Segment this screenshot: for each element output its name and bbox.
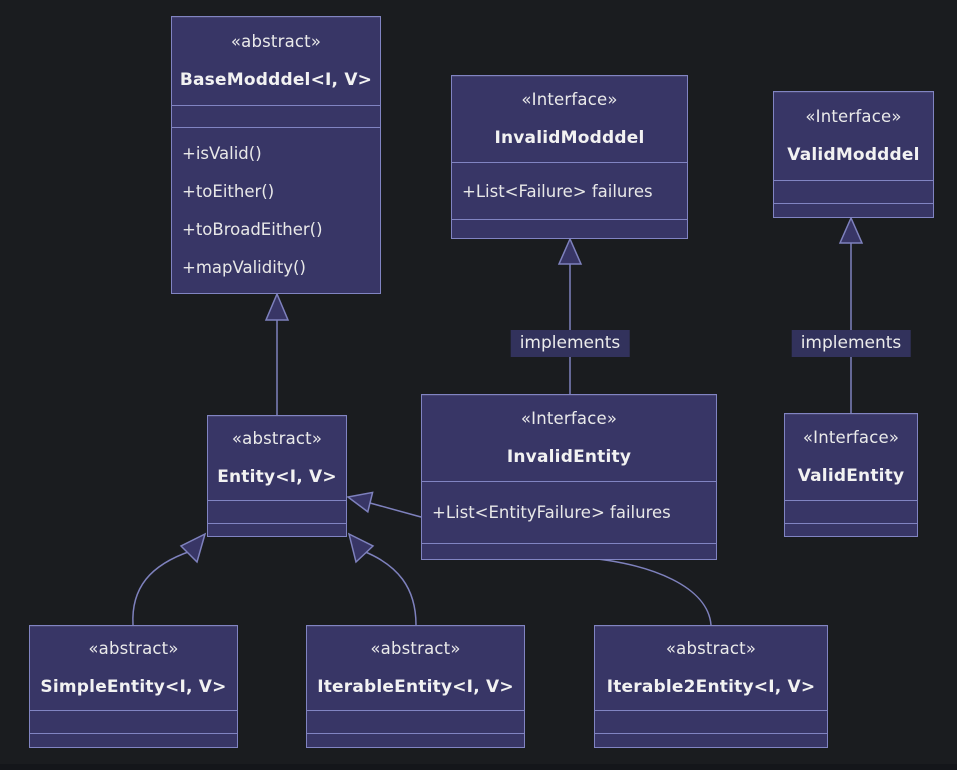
class-stereotype: «Interface» — [805, 107, 902, 126]
class-header: «Interface» ValidEntity — [785, 414, 917, 500]
class-stereotype: «abstract» — [88, 639, 179, 658]
class-header: «Interface» InvalidModddel — [452, 76, 687, 162]
class-box-invalidmodddel: «Interface» InvalidModddel +List<Failure… — [451, 75, 688, 239]
class-stereotype: «abstract» — [231, 429, 323, 448]
class-name: Entity<I, V> — [217, 467, 337, 487]
class-header: «abstract» SimpleEntity<I, V> — [30, 626, 237, 710]
class-box-validentity: «Interface» ValidEntity — [784, 413, 918, 537]
methods-compartment — [785, 523, 917, 536]
class-stereotype: «Interface» — [521, 90, 618, 109]
class-name: IterableEntity<I, V> — [317, 677, 514, 697]
methods-compartment — [208, 523, 346, 536]
methods-compartment — [774, 203, 933, 217]
edge-iterableentity-entity — [362, 550, 417, 626]
method-item: +toEither() — [182, 182, 275, 201]
class-name: InvalidModddel — [494, 128, 645, 148]
method-item: +isValid() — [182, 144, 262, 163]
inheritance-arrowhead-entity-right — [346, 491, 374, 514]
attributes-compartment — [595, 710, 827, 733]
class-name: BaseModddel<I, V> — [179, 70, 373, 90]
attributes-compartment: +List<EntityFailure> failures — [422, 481, 716, 543]
attributes-compartment: +List<Failure> failures — [452, 162, 687, 219]
methods-compartment — [307, 733, 524, 747]
attributes-compartment — [208, 500, 346, 523]
inheritance-arrowhead-entity-bottomright — [347, 532, 375, 564]
inheritance-arrowhead-entity-bottomleft — [179, 532, 207, 564]
class-name: ValidEntity — [797, 466, 905, 486]
class-box-iterableentity: «abstract» IterableEntity<I, V> — [306, 625, 525, 748]
class-box-invalidentity: «Interface» InvalidEntity +List<EntityFa… — [421, 394, 717, 560]
attributes-compartment — [30, 710, 237, 733]
attribute-item: +List<EntityFailure> failures — [432, 503, 671, 522]
class-box-basemodddel: «abstract» BaseModddel<I, V> +isValid() … — [171, 16, 381, 294]
method-item: +toBroadEither() — [182, 220, 323, 239]
attribute-item: +List<Failure> failures — [462, 181, 653, 201]
class-stereotype: «abstract» — [665, 639, 757, 658]
attributes-compartment — [774, 180, 933, 203]
methods-compartment — [30, 733, 237, 747]
edge-invalidentity-entity — [369, 502, 422, 518]
class-box-iterable2entity: «abstract» Iterable2Entity<I, V> — [594, 625, 828, 748]
class-header: «abstract» Iterable2Entity<I, V> — [595, 626, 827, 710]
window-bottom-edge — [0, 764, 957, 770]
edge-iterable2entity-entity — [577, 556, 712, 626]
class-box-simpleentity: «abstract» SimpleEntity<I, V> — [29, 625, 238, 748]
attributes-compartment — [785, 500, 917, 523]
class-box-validmodddel: «Interface» ValidModddel — [773, 91, 934, 218]
class-box-entity: «abstract» Entity<I, V> — [207, 415, 347, 537]
methods-compartment — [452, 219, 687, 238]
inheritance-arrowhead-validmodddel — [838, 216, 864, 244]
inheritance-arrowhead-basemodddel — [264, 292, 290, 321]
class-stereotype: «Interface» — [802, 428, 900, 447]
class-name: InvalidEntity — [506, 447, 632, 467]
methods-compartment — [422, 543, 716, 559]
class-header: «abstract» BaseModddel<I, V> — [172, 17, 380, 105]
class-name: SimpleEntity<I, V> — [40, 677, 227, 697]
edge-label-implements-valid: implements — [791, 330, 911, 357]
class-header: «Interface» ValidModddel — [774, 92, 933, 180]
method-item: +mapValidity() — [182, 258, 306, 277]
class-stereotype: «abstract» — [370, 639, 461, 658]
class-header: «abstract» Entity<I, V> — [208, 416, 346, 500]
attributes-compartment — [172, 105, 380, 127]
class-name: Iterable2Entity<I, V> — [606, 677, 816, 697]
class-header: «Interface» InvalidEntity — [422, 395, 716, 481]
class-name: ValidModddel — [787, 145, 920, 165]
edge-label-implements-invalid: implements — [510, 330, 630, 357]
attributes-compartment — [307, 710, 524, 733]
class-stereotype: «abstract» — [230, 32, 322, 51]
inheritance-arrowhead-invalidmodddel — [557, 237, 583, 265]
methods-compartment — [595, 733, 827, 747]
class-header: «abstract» IterableEntity<I, V> — [307, 626, 524, 710]
class-stereotype: «Interface» — [520, 409, 618, 428]
methods-compartment: +isValid() +toEither() +toBroadEither() … — [172, 127, 380, 293]
edge-simpleentity-entity — [132, 550, 192, 626]
